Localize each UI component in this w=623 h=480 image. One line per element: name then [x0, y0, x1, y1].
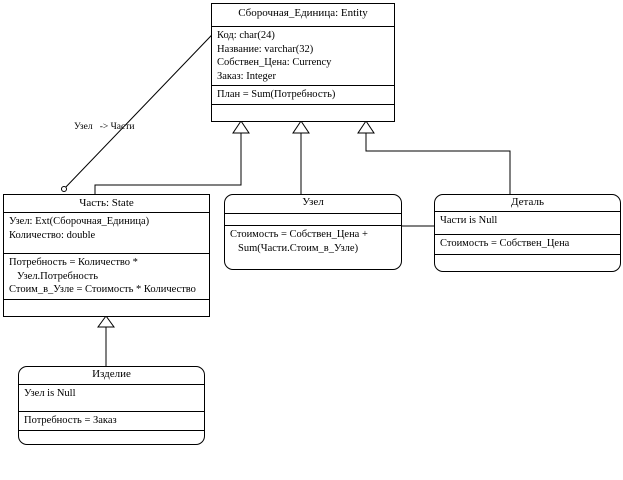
detail-class-box[interactable]: Деталь Части is Null Стоимость = Собстве…	[434, 194, 621, 272]
association-line	[63, 14, 232, 190]
node-attributes	[225, 213, 401, 225]
association-end-marker	[61, 186, 67, 192]
node-cost-line1: Стоимость = Собствен_Цена +	[230, 229, 368, 240]
entity-operations	[212, 103, 394, 123]
entity-attr-name: Название: varchar(32)	[217, 43, 314, 55]
product-class-box[interactable]: Изделие Узел is Null Потребность = Заказ	[18, 366, 205, 445]
product-operations	[19, 430, 204, 439]
generalization-arrowhead-product	[97, 315, 115, 328]
entity-plan: План = Sum(Потребность)	[217, 89, 336, 100]
detail-title: Деталь	[511, 196, 544, 208]
part-cost-in-node: Стоим_в_Узле = Стоимость * Количество	[9, 284, 196, 295]
product-attributes: Узел is Null	[19, 384, 204, 411]
entity-attributes: Код: char(24) Название: varchar(32) Собс…	[212, 26, 394, 85]
detail-cost: Стоимость = Собствен_Цена	[440, 237, 570, 249]
generalization-arrowhead-detail	[357, 120, 375, 134]
part-class-box[interactable]: Часть: State Узел: Ext(Сборочная_Единица…	[3, 194, 210, 317]
entity-attr-code: Код: char(24)	[217, 30, 275, 41]
part-title: Часть: State	[79, 197, 134, 209]
generalization-arrowhead-part	[232, 120, 250, 134]
part-need-line2: Узел.Потребность	[17, 270, 99, 282]
entity-attr-price: Собствен_Цена: Currency	[217, 57, 332, 68]
part-attr-quantity: Количество: double	[9, 229, 96, 241]
product-derived: Потребность = Заказ	[19, 410, 204, 431]
node-title: Узел	[302, 196, 324, 208]
part-need-line1: Потребность = Количество *	[9, 257, 138, 268]
node-cost-line2: Sum(Части.Стоим_в_Узле)	[238, 242, 359, 254]
entity-class-box[interactable]: Сборочная_Единица: Entity Код: char(24) …	[211, 3, 395, 122]
detail-condition: Части is Null	[440, 215, 498, 226]
product-need: Потребность = Заказ	[24, 414, 117, 426]
entity-derived: План = Sum(Потребность)	[212, 85, 394, 104]
generalization-part-to-entity	[94, 133, 242, 194]
detail-attributes: Части is Null	[435, 211, 620, 234]
part-derived: Потребность = Количество * Узел.Потребно…	[4, 253, 209, 299]
product-title: Изделие	[92, 368, 131, 380]
product-condition: Узел is Null	[24, 388, 76, 399]
node-derived: Стоимость = Собствен_Цена + Sum(Части.Ст…	[225, 225, 401, 257]
association-label-left: Узел	[74, 122, 93, 132]
part-operations	[4, 298, 209, 314]
generalization-arrowhead-node	[292, 120, 310, 134]
detail-derived: Стоимость = Собствен_Цена	[435, 233, 620, 255]
association-label-right: -> Части	[99, 122, 135, 132]
entity-title: Сборочная_Единица: Entity	[238, 7, 368, 19]
entity-attr-order: Заказ: Integer	[217, 70, 276, 82]
part-attr-node: Узел: Ext(Сборочная_Единица)	[9, 216, 150, 227]
detail-operations	[435, 254, 620, 259]
node-class-box[interactable]: Узел Стоимость = Собствен_Цена + Sum(Час…	[224, 194, 402, 270]
association-role-label: Узел -> Части	[74, 122, 134, 132]
part-attributes: Узел: Ext(Сборочная_Единица) Количество:…	[4, 212, 209, 253]
generalization-detail-to-entity	[365, 133, 511, 194]
